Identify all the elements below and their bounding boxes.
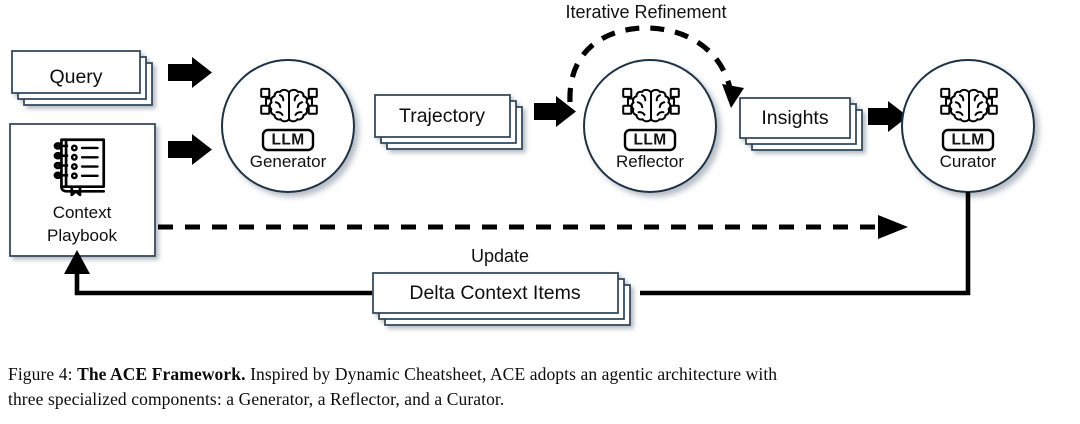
figure-number: Figure 4: <box>8 364 73 384</box>
arrow-playbook-to-generator <box>168 134 212 165</box>
generator-label: Generator <box>250 152 327 171</box>
reflector-label: Reflector <box>616 152 684 171</box>
generator-node[interactable]: LLM Generator <box>221 59 355 193</box>
llm-badge <box>261 128 315 152</box>
context-playbook-label-line2: Playbook <box>47 226 117 245</box>
query-label: Query <box>49 66 102 88</box>
curator-circle <box>901 59 1035 193</box>
generator-circle <box>221 59 355 193</box>
figure-body-line1: Inspired by Dynamic Cheatsheet, ACE adop… <box>245 364 778 384</box>
update-label: Update <box>471 246 529 266</box>
reflector-self-loop-arc <box>567 25 744 108</box>
context-playbook-label-line1: Context <box>53 203 112 222</box>
trajectory-card-front <box>374 94 511 138</box>
iterative-refinement-label: Iterative Refinement <box>565 2 726 22</box>
arrow-insights-to-curator <box>868 101 908 132</box>
feedback-path <box>64 192 971 296</box>
ace-framework-diagram: Query Context Playbook LLM Generator <box>9 2 1035 326</box>
llm-badge <box>623 128 677 152</box>
curator-label: Curator <box>940 152 997 171</box>
query-card-stack[interactable]: Query <box>11 50 153 106</box>
trajectory-label: Trajectory <box>399 105 485 127</box>
reflector-node[interactable]: LLM Reflector <box>583 59 717 193</box>
insights-card-stack[interactable]: Insights <box>739 97 863 151</box>
update-dashed-line <box>158 215 908 239</box>
reflector-circle <box>583 59 717 193</box>
delta-context-items-card-stack[interactable]: Delta Context Items <box>372 272 631 326</box>
llm-badge-label: LLM <box>271 132 304 149</box>
llm-badge <box>941 128 995 152</box>
context-playbook-box[interactable]: Context Playbook <box>9 123 156 257</box>
insights-label: Insights <box>761 107 828 129</box>
curator-node[interactable]: LLM Curator <box>901 59 1035 193</box>
caption-line-1: Figure 4: The ACE Framework. Inspired by… <box>8 362 1072 387</box>
trajectory-card-stack[interactable]: Trajectory <box>374 94 523 150</box>
figure-caption: Figure 4: The ACE Framework. Inspired by… <box>8 362 1072 412</box>
query-card-front <box>11 50 141 94</box>
arrow-trajectory-to-reflector <box>534 96 576 127</box>
llm-badge-label: LLM <box>951 132 984 149</box>
arrow-query-to-generator <box>168 57 212 88</box>
figure-title: The ACE Framework. <box>77 364 246 384</box>
insights-card-front <box>739 97 851 139</box>
caption-line-2: three specialized components: a Generato… <box>8 388 505 409</box>
delta-context-items-label: Delta Context Items <box>409 282 580 304</box>
llm-badge-label: LLM <box>633 132 666 149</box>
delta-card-front <box>372 272 619 314</box>
